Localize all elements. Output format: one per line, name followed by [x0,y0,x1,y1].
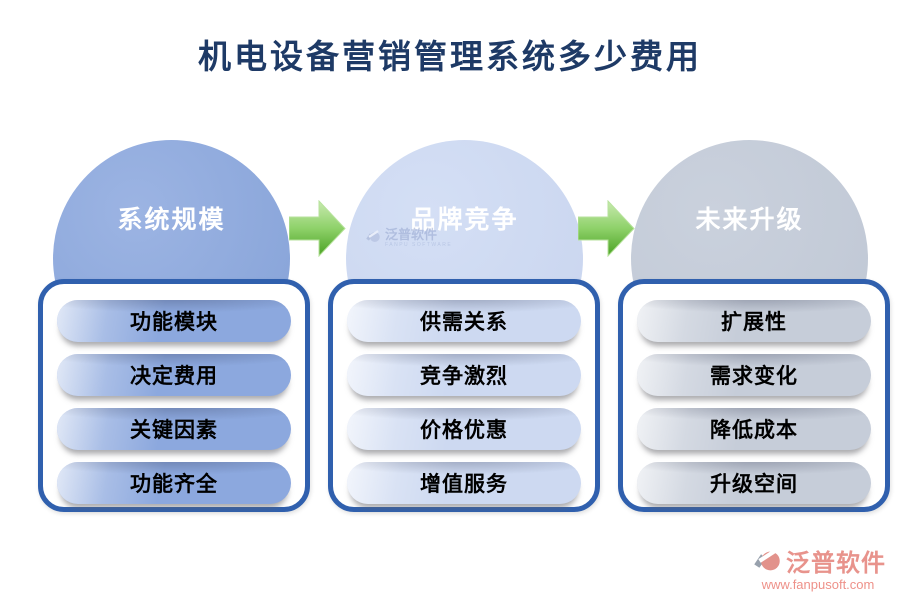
fanpu-logo-icon [366,230,380,242]
factor-card-brand-competition: 供需关系 竞争激烈 价格优惠 增值服务 [328,279,600,512]
watermark-subtitle: FANPU SOFTWARE [385,242,453,248]
factor-card-future-upgrade: 扩展性 需求变化 降低成本 升级空间 [618,279,890,512]
footer-logo: 泛普软件 www.fanpusoft.com [750,543,886,592]
factor-pill: 扩展性 [637,300,871,342]
fanpu-logo-icon [754,547,780,570]
factor-pill: 需求变化 [637,354,871,396]
watermark: 泛普软件 FANPU SOFTWARE [364,228,452,248]
factor-pill: 价格优惠 [347,408,581,450]
arrow-right-icon [578,200,635,257]
factor-pill: 供需关系 [347,300,581,342]
factor-pill: 竞争激烈 [347,354,581,396]
footer-brand-name: 泛普软件 [786,550,886,577]
stage-circle-label: 品牌竞争 [410,206,519,234]
factor-card-system-scale: 功能模块 决定费用 关键因素 功能齐全 [38,279,310,512]
page-title: 机电设备营销管理系统多少费用 [198,38,702,75]
factor-pill: 降低成本 [637,408,871,450]
stage-circle-label: 系统规模 [117,206,226,234]
factor-pill: 关键因素 [57,408,291,450]
footer-url: www.fanpusoft.com [761,577,875,592]
factor-pill: 升级空间 [637,462,871,504]
factor-pill: 增值服务 [347,462,581,504]
stage-circle-label: 未来升级 [695,206,804,234]
factor-pill: 决定费用 [57,354,291,396]
watermark-name: 泛普软件 [385,227,438,242]
factor-pill: 功能齐全 [57,462,291,504]
arrow-right-icon [289,200,346,257]
factor-pill: 功能模块 [57,300,291,342]
